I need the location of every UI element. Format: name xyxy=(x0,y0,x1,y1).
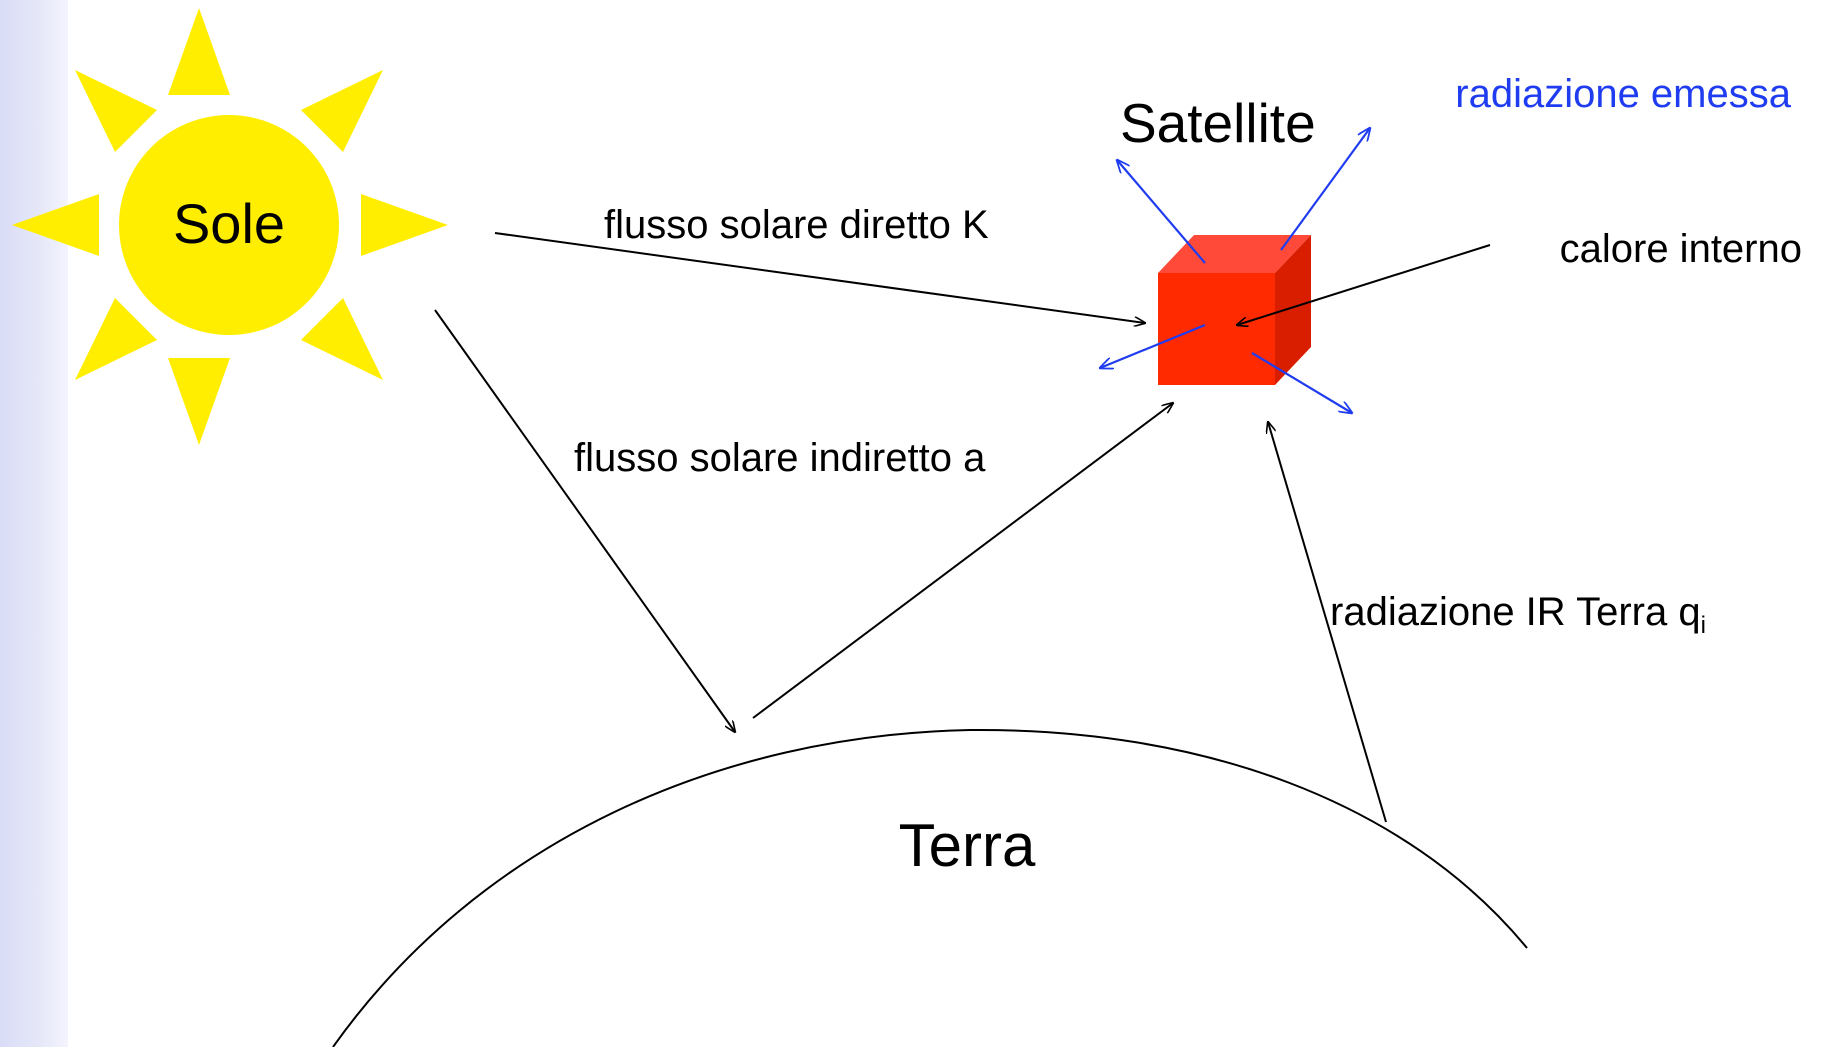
internal-heat-label: calore interno xyxy=(1560,227,1802,271)
satellite-label: Satellite xyxy=(1120,92,1316,154)
ir-radiation-arrow xyxy=(1268,422,1387,823)
cube-front-face xyxy=(1158,273,1275,385)
earth-label: Terra xyxy=(899,812,1036,879)
direct-flux-arrow xyxy=(494,232,1145,323)
emission-arrow xyxy=(1117,160,1206,264)
direct-flux-label: flusso solare diretto K xyxy=(604,203,989,247)
cube-side-face xyxy=(1275,235,1311,385)
emission-arrows xyxy=(1100,128,1370,413)
sun-rays xyxy=(12,8,448,445)
cube-icon xyxy=(1158,235,1311,385)
sun-icon xyxy=(12,8,448,445)
ir-radiation-label-main: radiazione IR Terra q xyxy=(1330,590,1701,634)
earth-to-satellite-arrow xyxy=(752,403,1173,719)
cube-top-face xyxy=(1158,235,1311,273)
ir-radiation-label: radiazione IR Terra qi xyxy=(1330,590,1706,639)
earth-surface-arc xyxy=(332,728,1528,1047)
sun-to-earth-arrow xyxy=(434,309,735,732)
sun-disc xyxy=(119,115,339,335)
emission-arrow xyxy=(1251,352,1352,413)
emission-arrow xyxy=(1280,128,1370,251)
emitted-radiation-label: radiazione emessa xyxy=(1455,72,1791,116)
sun-label: Sole xyxy=(173,192,285,255)
ir-radiation-label-subscript: i xyxy=(1701,612,1706,639)
emission-arrow xyxy=(1100,323,1206,368)
left-sidebar-band xyxy=(0,0,68,1047)
indirect-flux-label: flusso solare indiretto a xyxy=(574,436,986,480)
internal-heat-arrow xyxy=(1237,244,1491,325)
